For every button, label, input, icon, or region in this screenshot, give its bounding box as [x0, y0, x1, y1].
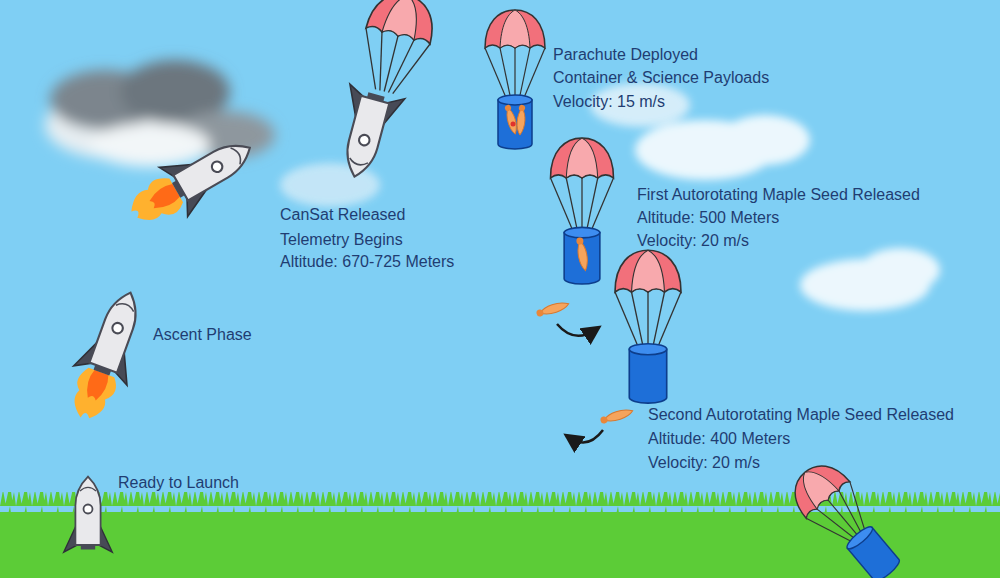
released-maple-seed [599, 408, 634, 424]
released-maple-seed [535, 301, 570, 317]
stage-label: Velocity: 15 m/s [553, 92, 665, 111]
white-clouds [280, 83, 940, 311]
stage-label: First Autorotating Maple Seed Released [637, 185, 920, 204]
stage-label: Altitude: 400 Meters [648, 429, 790, 448]
parachute [485, 10, 545, 100]
parachute [615, 250, 681, 349]
parachute [551, 138, 614, 232]
container-descent-2 [551, 138, 614, 284]
cloud-puff [90, 123, 210, 167]
rocket-on-pad [64, 477, 113, 553]
descending-rocket [327, 84, 405, 184]
stage-label: Container & Science Payloads [553, 68, 769, 87]
stage-label: Velocity: 20 m/s [648, 453, 760, 472]
spin-arrow [557, 324, 595, 336]
spin-arrow [570, 430, 603, 443]
maple-seed [514, 104, 528, 135]
stage-label: Second Autorotating Maple Seed Released [648, 405, 954, 424]
rocket [74, 283, 157, 385]
stage-label: Parachute Deployed [553, 45, 698, 64]
cloud-puff [860, 248, 940, 292]
stage-label: Velocity: 20 m/s [637, 231, 749, 250]
rocket-flame [66, 366, 119, 426]
container [564, 227, 600, 284]
stage-label: Altitude: 500 Meters [637, 208, 779, 227]
maple-seed [576, 237, 588, 271]
science-payload [511, 122, 516, 127]
rocket [159, 123, 264, 216]
stage-label: Altitude: 670-725 Meters [280, 252, 454, 271]
released-cansat [327, 0, 440, 184]
climbing-rocket [119, 123, 264, 239]
cloud-puff [720, 115, 810, 165]
container [498, 95, 532, 149]
maple-seed [504, 104, 518, 135]
stage-label: Ready to Launch [118, 473, 239, 492]
parachute [352, 0, 440, 99]
stage-label: Ascent Phase [153, 325, 252, 344]
container [629, 344, 666, 403]
stage-label: Telemetry Begins [280, 230, 403, 249]
container-descent-3 [615, 250, 681, 403]
stage-label: CanSat Released [280, 205, 405, 224]
container-descent-1 [485, 10, 545, 149]
ascending-rocket [58, 283, 157, 429]
landed-container [783, 454, 912, 578]
container [844, 524, 902, 578]
